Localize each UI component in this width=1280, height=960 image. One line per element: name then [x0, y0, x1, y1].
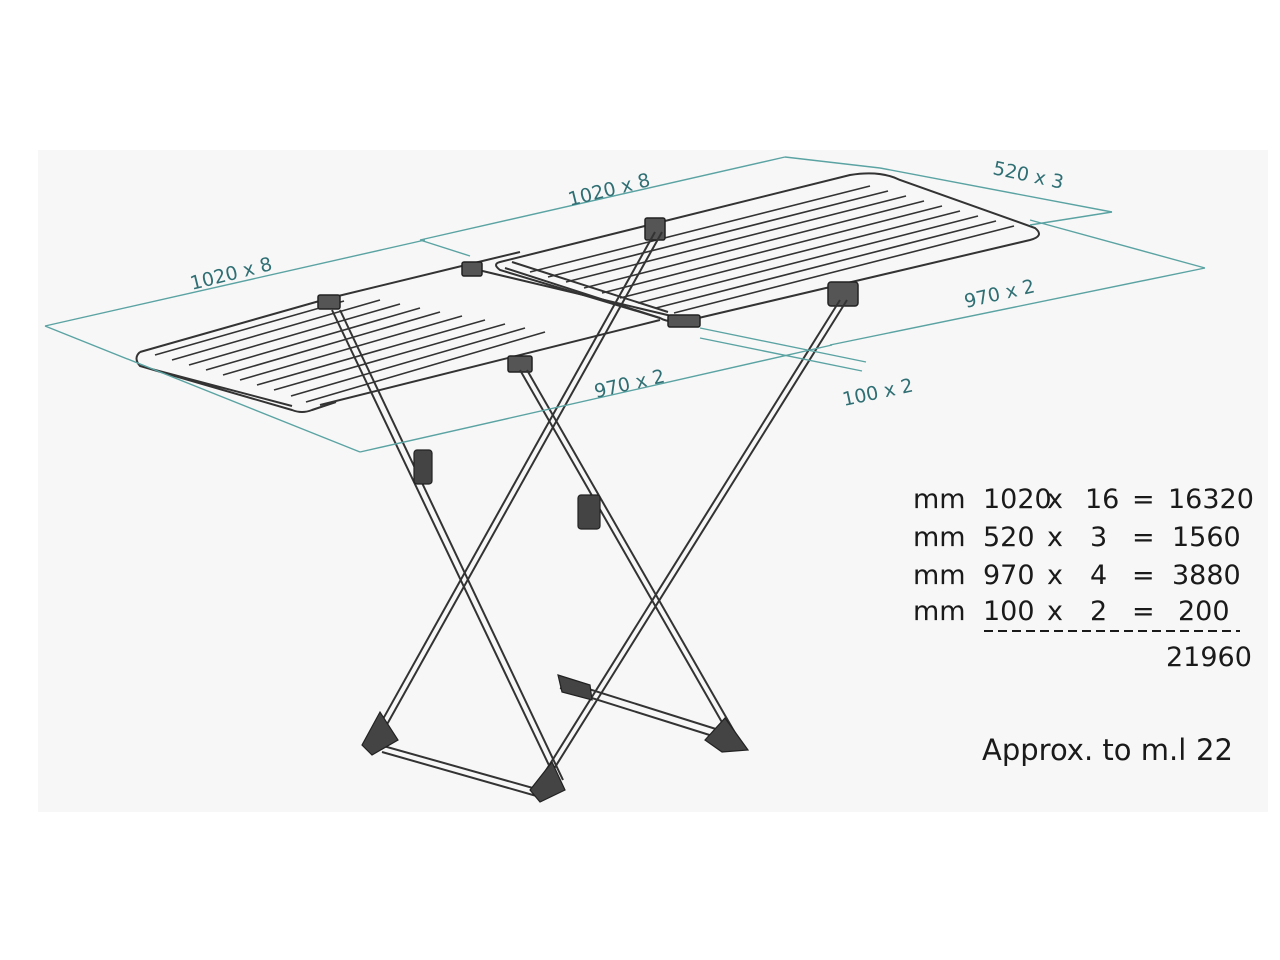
svg-text:x: x	[1047, 484, 1063, 515]
calc-row: mm 520 x 3 = 1560	[913, 522, 1241, 553]
dim-line-right-length	[419, 156, 786, 241]
dim-line-right-side	[1029, 219, 1206, 269]
svg-text:mm: mm	[913, 596, 966, 627]
left-wing-rails	[154, 299, 546, 403]
calc-sum-total: 21960	[1166, 642, 1252, 673]
dim-label-right-side: 970 x 2	[962, 275, 1037, 313]
svg-text:2: 2	[1090, 596, 1107, 627]
top-brackets	[317, 217, 859, 373]
dim-line-left-length	[44, 239, 426, 327]
approx-value: 22	[1196, 733, 1233, 767]
dim-line-middle	[699, 327, 867, 363]
svg-text:mm: mm	[913, 484, 966, 515]
middle-cross-bars	[504, 261, 669, 319]
left-wing-frame	[135, 297, 337, 413]
approx-label: Approx. to m.l	[982, 733, 1186, 767]
svg-text:=: =	[1132, 484, 1155, 515]
calc-row: mm 970 x 4 = 3880	[913, 560, 1241, 591]
svg-text:mm: mm	[913, 522, 966, 553]
rack-structure	[135, 172, 1040, 803]
dim-label-right-length: 1020 x 8	[566, 169, 653, 211]
svg-text:=: =	[1132, 522, 1155, 553]
svg-text:x: x	[1047, 522, 1063, 553]
svg-text:x: x	[1047, 560, 1063, 591]
svg-text:=: =	[1132, 560, 1155, 591]
svg-text:100: 100	[983, 596, 1035, 627]
svg-text:3880: 3880	[1172, 560, 1241, 591]
dim-label-left-length: 1020 x 8	[188, 253, 275, 295]
dimension-lines	[44, 156, 1206, 453]
dim-line-left-base	[44, 325, 361, 453]
calc-table: mm 1020 x 16 = 16320 mm 520 x 3 = 1560 m…	[913, 484, 1254, 673]
approx-line: Approx. to m.l 22	[982, 733, 1233, 767]
svg-text:x: x	[1047, 596, 1063, 627]
svg-text:1020: 1020	[983, 484, 1052, 515]
svg-text:4: 4	[1090, 560, 1107, 591]
svg-text:520: 520	[983, 522, 1035, 553]
svg-text:200: 200	[1178, 596, 1230, 627]
dim-line-right-side-long	[829, 267, 1206, 346]
svg-text:=: =	[1132, 596, 1155, 627]
dim-line-right-width	[879, 167, 1113, 213]
svg-text:16: 16	[1085, 484, 1119, 515]
calc-row: mm 100 x 2 = 200	[913, 596, 1230, 627]
right-wing-frame	[495, 172, 1040, 323]
svg-text:16320: 16320	[1168, 484, 1254, 515]
svg-text:3: 3	[1090, 522, 1107, 553]
svg-text:970: 970	[983, 560, 1035, 591]
right-wing-rails	[529, 185, 1015, 314]
dim-label-middle-bars: 100 x 2	[840, 374, 915, 410]
calc-row: mm 1020 x 16 = 16320	[913, 484, 1254, 515]
svg-text:mm: mm	[913, 560, 966, 591]
leg-joints	[361, 449, 750, 803]
dim-label-right-width: 520 x 3	[991, 157, 1066, 193]
svg-text:1560: 1560	[1172, 522, 1241, 553]
dim-line-center-side	[359, 344, 833, 453]
dim-line-middle-2	[699, 337, 863, 372]
dim-label-center-side: 970 x 2	[592, 365, 667, 403]
